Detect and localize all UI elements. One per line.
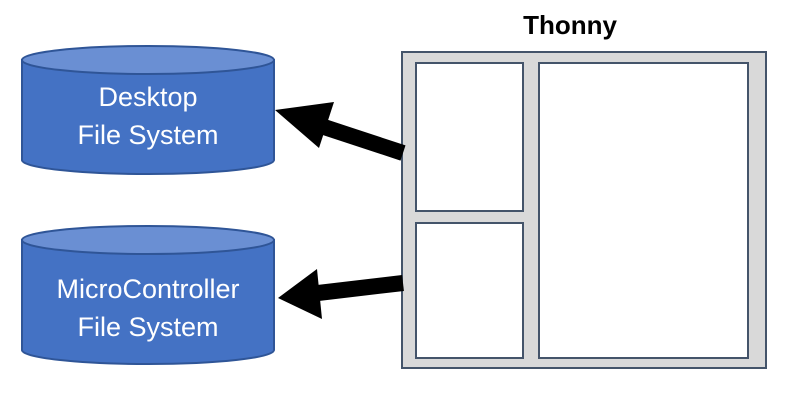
arrow-to-desktop-fs xyxy=(275,102,406,161)
arrow-to-desktop-fs-head xyxy=(275,102,334,148)
thonny-window xyxy=(401,51,767,369)
micro-fs-label-line1: MicroController xyxy=(56,274,240,304)
desktop-fs-label: Desktop File System xyxy=(22,78,274,154)
micro-fs-cylinder xyxy=(21,225,275,365)
arrow-to-desktop-fs-shaft xyxy=(315,117,406,161)
desktop-fs-label-line2: File System xyxy=(77,120,219,150)
files-pane-bottom xyxy=(415,222,524,359)
arrow-to-micro-fs xyxy=(278,269,404,319)
arrow-to-micro-fs-shaft xyxy=(317,275,404,301)
micro-fs-cylinder-top xyxy=(21,225,275,255)
desktop-fs-cylinder-top xyxy=(21,45,275,75)
desktop-fs-cylinder-body xyxy=(21,59,275,175)
arrow-to-micro-fs-head xyxy=(278,269,322,319)
thonny-title: Thonny xyxy=(523,10,617,40)
micro-fs-cylinder-body xyxy=(21,239,275,365)
desktop-fs-label-line1: Desktop xyxy=(98,82,198,112)
micro-fs-label-line2: File System xyxy=(77,312,219,342)
files-pane-top xyxy=(415,62,524,212)
desktop-fs-cylinder xyxy=(21,45,275,175)
editor-pane xyxy=(538,62,749,359)
micro-fs-label: MicroController File System xyxy=(22,270,274,346)
